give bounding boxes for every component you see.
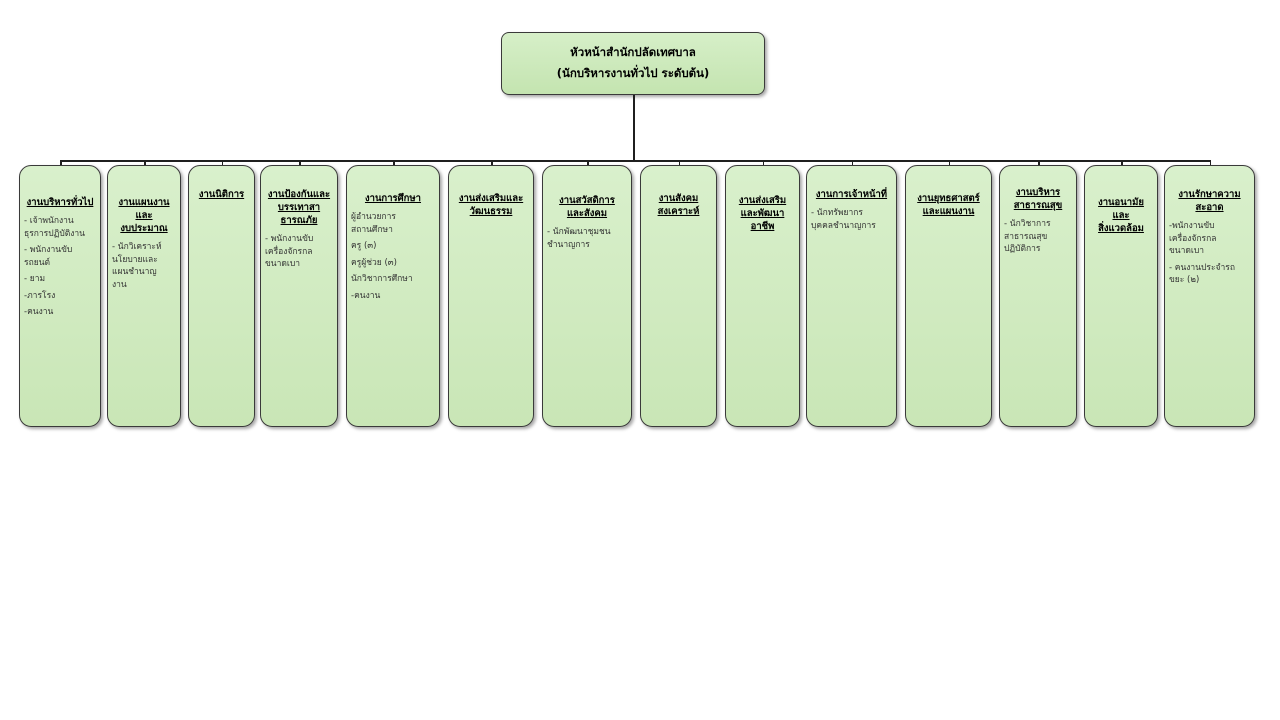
staff-position: -คนงาน (24, 307, 54, 317)
connector-vertical (633, 95, 635, 162)
department-title: งานป้องกันและ บรรเทาสา ธารณภัย (267, 189, 331, 226)
department-box: งานป้องกันและ บรรเทาสา ธารณภัย - พนักงานข… (260, 165, 338, 427)
connector-tick (221, 160, 223, 166)
department-title: งานรักษาความ สะอาด (1178, 189, 1241, 213)
department-staff-list: - นักพัฒนาชุมชน ชำนาญการ (547, 226, 627, 251)
staff-position: ครูผู้ช่วย (๓) (351, 257, 397, 268)
department-box: งานสวัสดิการ และสังคม - นักพัฒนาชุมชน ชำน… (542, 165, 632, 427)
staff-position: - พนักงานขับ รถยนต์ (24, 245, 73, 268)
connector-tick (851, 160, 853, 166)
connector-tick (948, 160, 950, 166)
department-box: งานบริหาร สาธารณสุข - นักวิชาการ สาธารณสุ… (999, 165, 1077, 427)
department-box: งานอนามัย และ สิ่งแวดล้อม (1084, 165, 1158, 427)
staff-position: - เจ้าพนักงาน ธุรการปฏิบัติงาน (24, 216, 85, 239)
department-title: งานบริหารทั่วไป (26, 197, 94, 208)
connector-tick (1121, 160, 1123, 166)
staff-position: -ภารโรง (24, 290, 56, 301)
staff-position: - ยาม (24, 274, 46, 284)
department-title: งานยุทธศาสตร์ และแผนงาน (917, 193, 980, 217)
department-title: งานสวัสดิการ และสังคม (559, 195, 615, 219)
connector-tick (587, 160, 589, 166)
department-box: งานการเจ้าหน้าที่ - นักทรัพยากร บุคคลชำนา… (806, 165, 897, 427)
staff-position: - นักทรัพยากร บุคคลชำนาญการ (811, 208, 876, 231)
connector-tick (144, 160, 146, 166)
department-staff-list: - นักวิชาการ สาธารณสุข ปฏิบัติการ (1004, 218, 1072, 256)
department-staff-list: -พนักงานขับ เครื่องจักรกล ขนาดเบา - คนงาน… (1169, 220, 1250, 287)
staff-position: -คนงาน (351, 290, 381, 301)
department-title: งานการเจ้าหน้าที่ (815, 189, 888, 200)
department-box: งานนิติการ (188, 165, 255, 427)
connector-tick (1038, 160, 1040, 166)
staff-position: - นักวิเคราะห์ นโยบายและ แผนชำนาญ งาน (112, 242, 162, 290)
staff-position: - พนักงานขับ เครื่องจักรกล ขนาดเบา (265, 234, 314, 269)
connector-tick (762, 160, 764, 166)
staff-position: นักวิชาการศึกษา (351, 274, 413, 284)
department-box: งานส่งเสริม และพัฒนา อาชีพ (725, 165, 800, 427)
staff-position: ผู้อำนวยการ สถานศึกษา (351, 212, 396, 235)
head-position-box: หัวหน้าสำนักปลัดเทศบาล (นักบริหารงานทั่ว… (501, 32, 765, 95)
staff-position: -พนักงานขับ เครื่องจักรกล ขนาดเบา (1169, 221, 1217, 256)
department-staff-list: - นักทรัพยากร บุคคลชำนาญการ (811, 207, 892, 232)
department-title: งานบริหาร สาธารณสุข (1013, 187, 1063, 211)
connector-tick (299, 160, 301, 166)
department-title: งานนิติการ (198, 189, 245, 200)
department-staff-list: - พนักงานขับ เครื่องจักรกล ขนาดเบา (265, 233, 333, 271)
department-title: งานแผนงาน และ งบประมาณ (118, 197, 170, 234)
department-title: งานสังคม สงเคราะห์ (657, 193, 700, 217)
connector-horizontal (60, 160, 1210, 162)
connector-tick (60, 160, 62, 166)
staff-position: - นักพัฒนาชุมชน ชำนาญการ (547, 227, 611, 250)
department-box: งานยุทธศาสตร์ และแผนงาน (905, 165, 992, 427)
department-title: งานส่งเสริมและ วัฒนธรรม (458, 193, 524, 217)
department-box: งานส่งเสริมและ วัฒนธรรม (448, 165, 534, 427)
head-subtitle: (นักบริหารงานทั่วไป ระดับต้น) (556, 66, 710, 80)
department-staff-list: ผู้อำนวยการ สถานศึกษาครู (๓) ครูผู้ช่วย (… (351, 211, 435, 302)
connector-tick (491, 160, 493, 166)
connector-tick (1209, 160, 1211, 166)
department-title: งานอนามัย และ สิ่งแวดล้อม (1098, 197, 1144, 234)
department-box: งานแผนงาน และ งบประมาณ - นักวิเคราะห์ นโย… (107, 165, 181, 427)
connector-tick (393, 160, 395, 166)
department-title: งานส่งเสริม และพัฒนา อาชีพ (738, 195, 787, 232)
department-box: งานสังคม สงเคราะห์ (640, 165, 717, 427)
department-staff-list: - เจ้าพนักงาน ธุรการปฏิบัติงาน - พนักงานข… (24, 215, 96, 319)
department-title: งานการศึกษา (364, 193, 422, 204)
staff-position: ครู (๓) (351, 241, 377, 251)
head-title: หัวหน้าสำนักปลัดเทศบาล (570, 45, 696, 59)
department-box: งานรักษาความ สะอาด -พนักงานขับ เครื่องจัก… (1164, 165, 1255, 427)
department-box: งานบริหารทั่วไป - เจ้าพนักงาน ธุรการปฏิบั… (19, 165, 101, 427)
department-box: งานการศึกษาผู้อำนวยการ สถานศึกษาครู (๓) ค… (346, 165, 440, 427)
staff-position: - นักวิชาการ สาธารณสุข ปฏิบัติการ (1004, 219, 1051, 254)
department-staff-list: - นักวิเคราะห์ นโยบายและ แผนชำนาญ งาน (112, 241, 176, 291)
connector-tick (678, 160, 680, 166)
staff-position: - คนงานประจำรถ ขยะ (๒) (1169, 262, 1235, 286)
